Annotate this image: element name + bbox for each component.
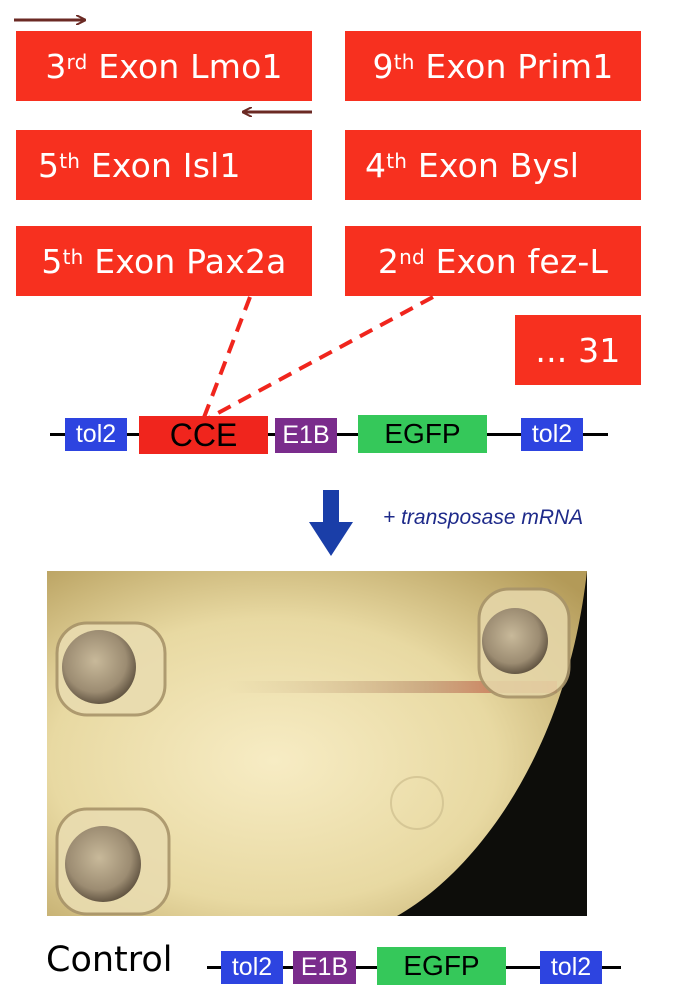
- exon-name: Exon Pax2a: [83, 241, 287, 281]
- control-egfp-box: EGFP: [377, 947, 506, 985]
- exon-ordinal: th: [59, 149, 81, 173]
- tol2-right-label: tol2: [531, 420, 573, 448]
- control-tol2-left-box: tol2: [221, 951, 283, 984]
- exon-number: 2: [377, 241, 400, 281]
- exon-number: 9: [372, 46, 394, 86]
- exon-number: 3: [45, 46, 67, 86]
- exon-ordinal: th: [393, 50, 415, 74]
- e1b-label: E1B: [282, 421, 330, 449]
- exon-box-more: ... 31: [515, 315, 641, 385]
- exon-number: 5: [41, 241, 63, 281]
- exon-ordinal: nd: [399, 245, 425, 269]
- exon-ordinal: th: [62, 245, 84, 269]
- cce-label: CCE: [169, 416, 238, 453]
- embryo-top-left: [55, 621, 167, 717]
- embryo-injection-photo: [47, 571, 587, 916]
- exon-name: Exon fez-L: [424, 241, 609, 281]
- transposase-label: + transposase mRNA: [383, 506, 584, 529]
- tol2-right-box: tol2: [521, 418, 583, 451]
- cce-box: CCE: [139, 416, 268, 454]
- down-arrow-icon: [309, 490, 353, 556]
- exon-number: 5: [38, 145, 60, 185]
- exon-name: Exon Bysl: [407, 145, 580, 185]
- embryo-top-right: [477, 587, 571, 699]
- exon-name: Exon Lmo1: [87, 46, 283, 86]
- dashed-connector-right: [204, 295, 434, 422]
- embryo-bottom-left: [55, 807, 171, 916]
- exon-number: 4: [365, 145, 387, 185]
- more-count-label: ... 31: [535, 330, 621, 370]
- control-tol2-left-label: tol2: [231, 953, 273, 981]
- control-tol2-right-box: tol2: [540, 951, 602, 984]
- egfp-label: EGFP: [384, 418, 461, 449]
- exon-name: Exon Prim1: [414, 46, 614, 86]
- exon-name: Exon Isl1: [80, 145, 241, 185]
- control-label: Control: [46, 940, 173, 980]
- embryo-photo-illustration: [47, 571, 587, 916]
- exon-ordinal: rd: [66, 50, 88, 74]
- e1b-box: E1B: [275, 418, 337, 453]
- control-egfp-label: EGFP: [403, 950, 480, 981]
- egfp-box: EGFP: [358, 415, 487, 453]
- control-e1b-box: E1B: [293, 951, 356, 984]
- exon-ordinal: th: [386, 149, 408, 173]
- control-tol2-right-label: tol2: [550, 953, 592, 981]
- control-e1b-label: E1B: [300, 953, 349, 981]
- tol2-left-box: tol2: [65, 418, 127, 451]
- tol2-left-label: tol2: [75, 420, 117, 448]
